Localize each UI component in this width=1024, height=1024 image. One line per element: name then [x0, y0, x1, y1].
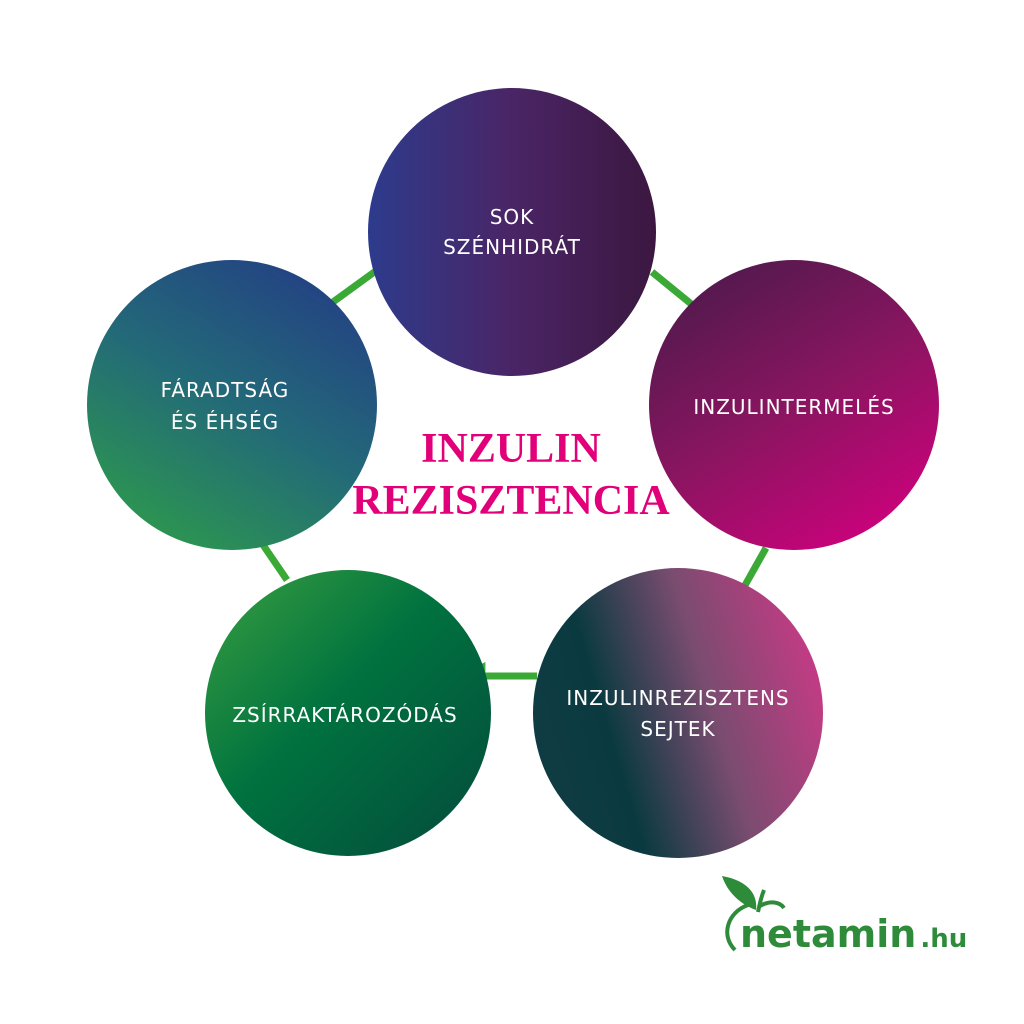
node-label: FÁRADTSÁG [161, 378, 290, 402]
apple-stem-icon [756, 889, 766, 913]
node-label: INZULINTERMELÉS [693, 395, 894, 419]
logo-tld: .hu [920, 924, 967, 954]
leaf-icon [722, 876, 757, 910]
node-zsirraktarozodas: ZSÍRRAKTÁROZÓDÁS [205, 570, 491, 856]
node-label: ÉS ÉHSÉG [171, 410, 279, 434]
node-label: ZSÍRRAKTÁROZÓDÁS [232, 703, 457, 727]
node-label: SEJTEK [640, 717, 715, 741]
title-line-2: REZISZTENCIA [352, 478, 670, 524]
apple-outline-icon [725, 900, 786, 952]
node-faradtsag-es-ehseg: FÁRADTSÁG ÉS ÉHSÉG [87, 260, 377, 550]
netamin-logo: netamin.hu [722, 876, 967, 956]
title-line-1: INZULIN [421, 426, 601, 472]
node-label: SOK [490, 205, 535, 229]
node-sok-szenhidrat: SOK SZÉNHIDRÁT [368, 88, 656, 376]
node-inzulintermeles: INZULINTERMELÉS [649, 260, 939, 550]
node-label: SZÉNHIDRÁT [443, 235, 581, 259]
node-inzulinrezisztens-sejtek: INZULINREZISZTENS SEJTEK [533, 568, 823, 858]
logo-wordmark: netamin.hu [740, 912, 967, 956]
center-title: INZULIN REZISZTENCIA [352, 426, 670, 524]
logo-name: netamin [740, 912, 916, 956]
node-label: INZULINREZISZTENS [566, 686, 789, 710]
